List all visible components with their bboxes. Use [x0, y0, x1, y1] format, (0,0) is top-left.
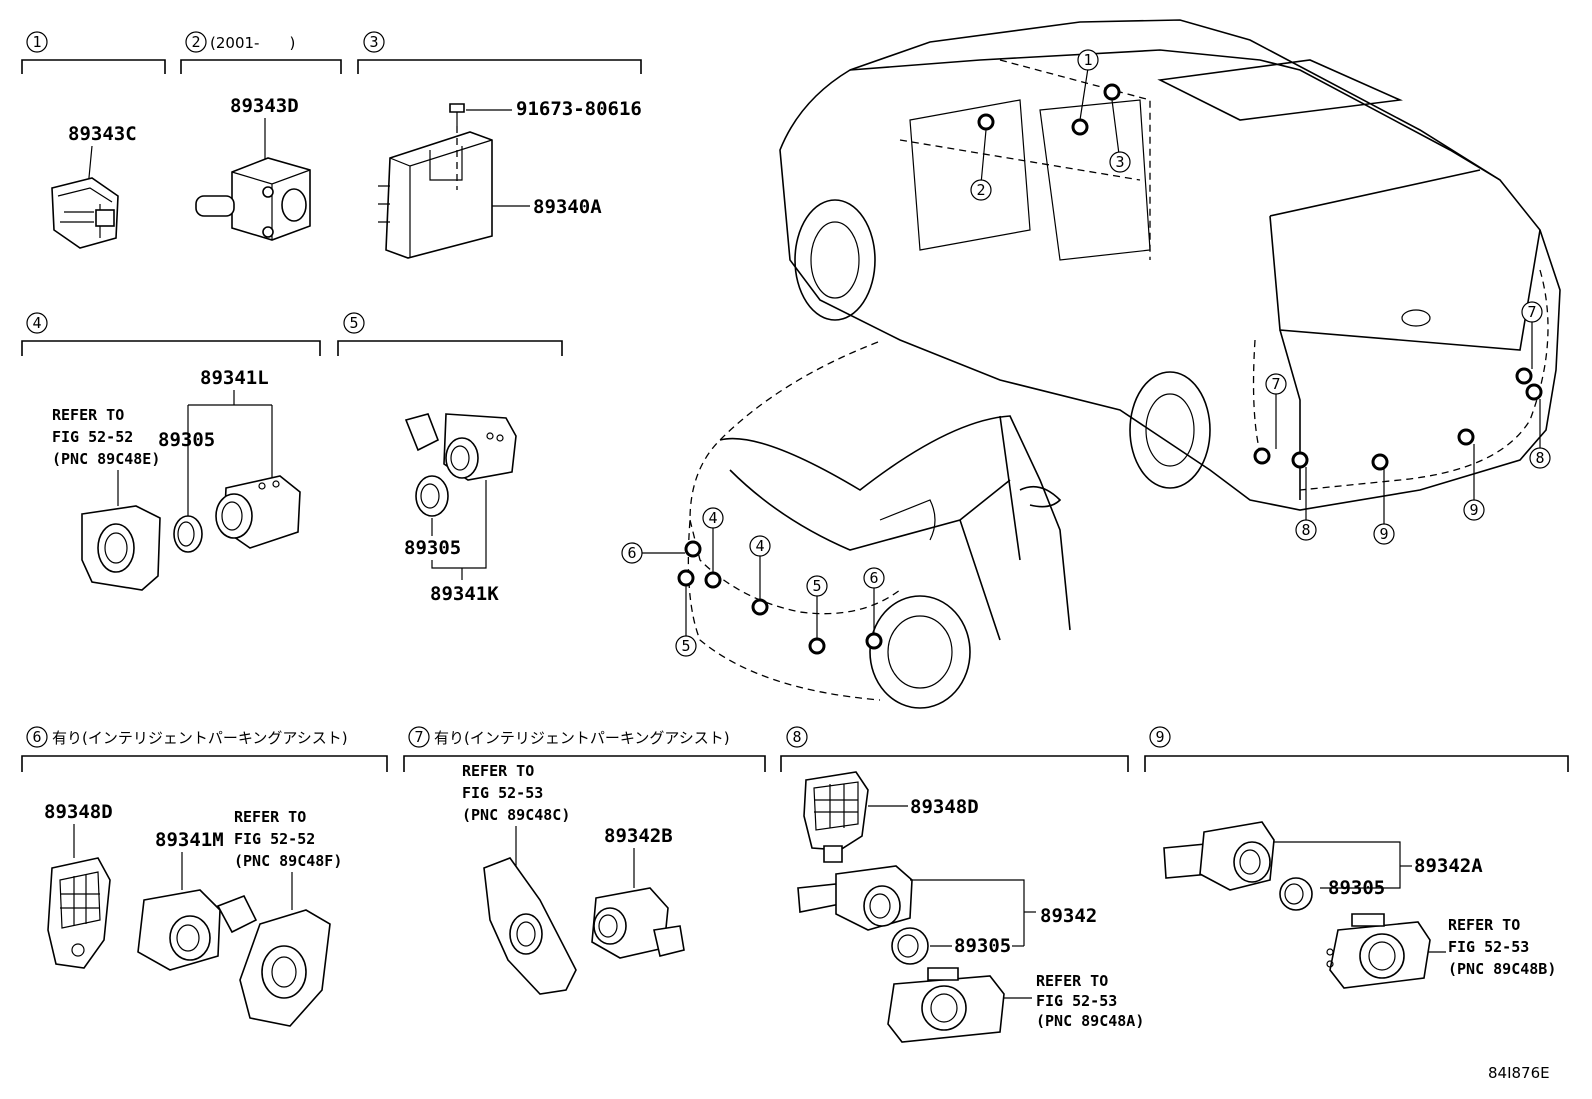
vehicle-callouts-rear: 1 2 3 7 7 8 8 9 9 [970, 49, 1551, 545]
svg-text:9: 9 [1469, 501, 1478, 519]
ref-89C48A-line1: REFER TO [1036, 972, 1108, 990]
svg-text:4: 4 [755, 537, 764, 555]
part-number-89341M: 89341M [155, 829, 224, 851]
svg-text:9: 9 [1155, 728, 1164, 746]
svg-text:2: 2 [191, 33, 200, 51]
svg-text:(2001- ): (2001- ) [210, 34, 295, 52]
ultrasonic-sensor-89341K [404, 413, 517, 481]
part-number-89305-section4: 89305 [158, 429, 215, 451]
ref-89C48F-line3: (PNC 89C48F) [234, 852, 342, 870]
svg-text:4: 4 [32, 314, 41, 332]
ultrasonic-sensor-89342A [1163, 821, 1275, 891]
ref-89C48A-line2: FIG 52-53 [1036, 992, 1117, 1010]
ref-89C48A-line3: (PNC 89C48A) [1036, 1012, 1144, 1030]
part-number-89343C: 89343C [68, 123, 137, 145]
part-number-89305-section9: 89305 [1328, 877, 1385, 899]
part-number-89343D: 89343D [230, 95, 299, 117]
ref-89C48E-line2: FIG 52-52 [52, 428, 133, 446]
part-number-89305-section8: 89305 [954, 935, 1011, 957]
ultrasonic-sensor-89341L [215, 475, 301, 549]
sensor-retainer-89C48C [483, 857, 577, 995]
sensor-ring-section9 [1279, 877, 1313, 911]
svg-text:3: 3 [1115, 153, 1124, 171]
vehicle-front-view [687, 341, 1071, 709]
svg-text:有り(インテリジェントパーキングアシスト): 有り(インテリジェントパーキングアシスト) [52, 729, 348, 747]
svg-text:3: 3 [369, 33, 378, 51]
section-header-3: 3 [357, 31, 642, 74]
ref-89C48E-line1: REFER TO [52, 406, 124, 424]
ref-89C48B-line2: FIG 52-53 [1448, 938, 1529, 956]
ref-89C48E-line3: (PNC 89C48E) [52, 450, 160, 468]
svg-text:7: 7 [1271, 375, 1280, 393]
sensor-retainer-front [81, 505, 161, 591]
ultrasonic-sensor-89341M [137, 889, 258, 971]
ref-89C48C-line3: (PNC 89C48C) [462, 806, 570, 824]
clearance-warning-ecu [378, 126, 493, 259]
svg-text:6: 6 [869, 569, 878, 587]
svg-text:8: 8 [1535, 449, 1544, 467]
part-number-89340A: 89340A [533, 196, 602, 218]
ref-89C48F-line2: FIG 52-52 [234, 830, 315, 848]
svg-text:2: 2 [976, 181, 985, 199]
section-header-9: 9 [1144, 726, 1569, 772]
svg-text:9: 9 [1379, 525, 1388, 543]
section-header-2: 2 (2001- ) [180, 31, 342, 74]
clearance-sensor-switch [51, 177, 119, 249]
ref-89C48F-line1: REFER TO [234, 808, 306, 826]
svg-text:6: 6 [32, 728, 41, 746]
section-header-5: 5 [337, 312, 563, 356]
svg-text:7: 7 [414, 728, 423, 746]
svg-text:7: 7 [1527, 303, 1536, 321]
part-number-89342A: 89342A [1414, 855, 1483, 877]
section-header-1: 1 [21, 31, 166, 74]
svg-text:5: 5 [812, 577, 821, 595]
ref-89C48C-line2: FIG 52-53 [462, 784, 543, 802]
sensor-markers-rear [977, 83, 1543, 471]
sensor-bracket-89348D-section6 [47, 857, 111, 969]
ref-89C48B-line1: REFER TO [1448, 916, 1520, 934]
svg-text:有り(インテリジェントパーキングアシスト): 有り(インテリジェントパーキングアシスト) [434, 729, 730, 747]
svg-text:1: 1 [1083, 51, 1092, 69]
part-number-89342B: 89342B [604, 825, 673, 847]
ref-89C48C-line1: REFER TO [462, 762, 534, 780]
svg-text:8: 8 [792, 728, 801, 746]
vehicle-rear-view [779, 19, 1561, 511]
svg-text:4: 4 [708, 509, 717, 527]
vehicle-callouts-front: 6 4 4 5 5 6 [621, 507, 885, 657]
part-number-89341L: 89341L [200, 367, 269, 389]
part-number-91673-80616: 91673-80616 [516, 98, 642, 120]
buzzer [195, 157, 311, 241]
sensor-bracket-89348D-section8 [803, 771, 869, 863]
sensor-retainer-89C48B [1326, 913, 1431, 989]
section-header-7: 7 有り(インテリジェントパーキングアシスト) [403, 726, 766, 772]
sensor-markers-front [677, 540, 883, 655]
part-number-89348D-section6: 89348D [44, 801, 113, 823]
ref-89C48B-line3: (PNC 89C48B) [1448, 960, 1556, 978]
sensor-retainer-89C48A [887, 967, 1005, 1043]
svg-text:6: 6 [627, 544, 636, 562]
section-header-4: 4 [21, 312, 321, 356]
svg-text:1: 1 [32, 33, 41, 51]
svg-text:5: 5 [681, 637, 690, 655]
section-header-6: 6 有り(インテリジェントパーキングアシスト) [21, 726, 388, 772]
sensor-ring-section4 [173, 515, 203, 553]
part-number-89348D-section8: 89348D [910, 796, 979, 818]
sensor-ring-section8 [891, 927, 929, 965]
svg-text:5: 5 [349, 314, 358, 332]
ultrasonic-sensor-89342 [797, 865, 913, 931]
part-number-89342: 89342 [1040, 905, 1097, 927]
section-header-8: 8 [780, 726, 1129, 772]
figure-code: 84I876E [1488, 1064, 1550, 1082]
screw [449, 103, 465, 126]
ultrasonic-sensor-89342B [591, 887, 685, 959]
sensor-retainer-89C48F [239, 909, 331, 1027]
part-number-89341K: 89341K [430, 583, 499, 605]
sensor-ring-section5 [415, 475, 449, 517]
part-number-89305-section5: 89305 [404, 537, 461, 559]
svg-text:8: 8 [1301, 521, 1310, 539]
